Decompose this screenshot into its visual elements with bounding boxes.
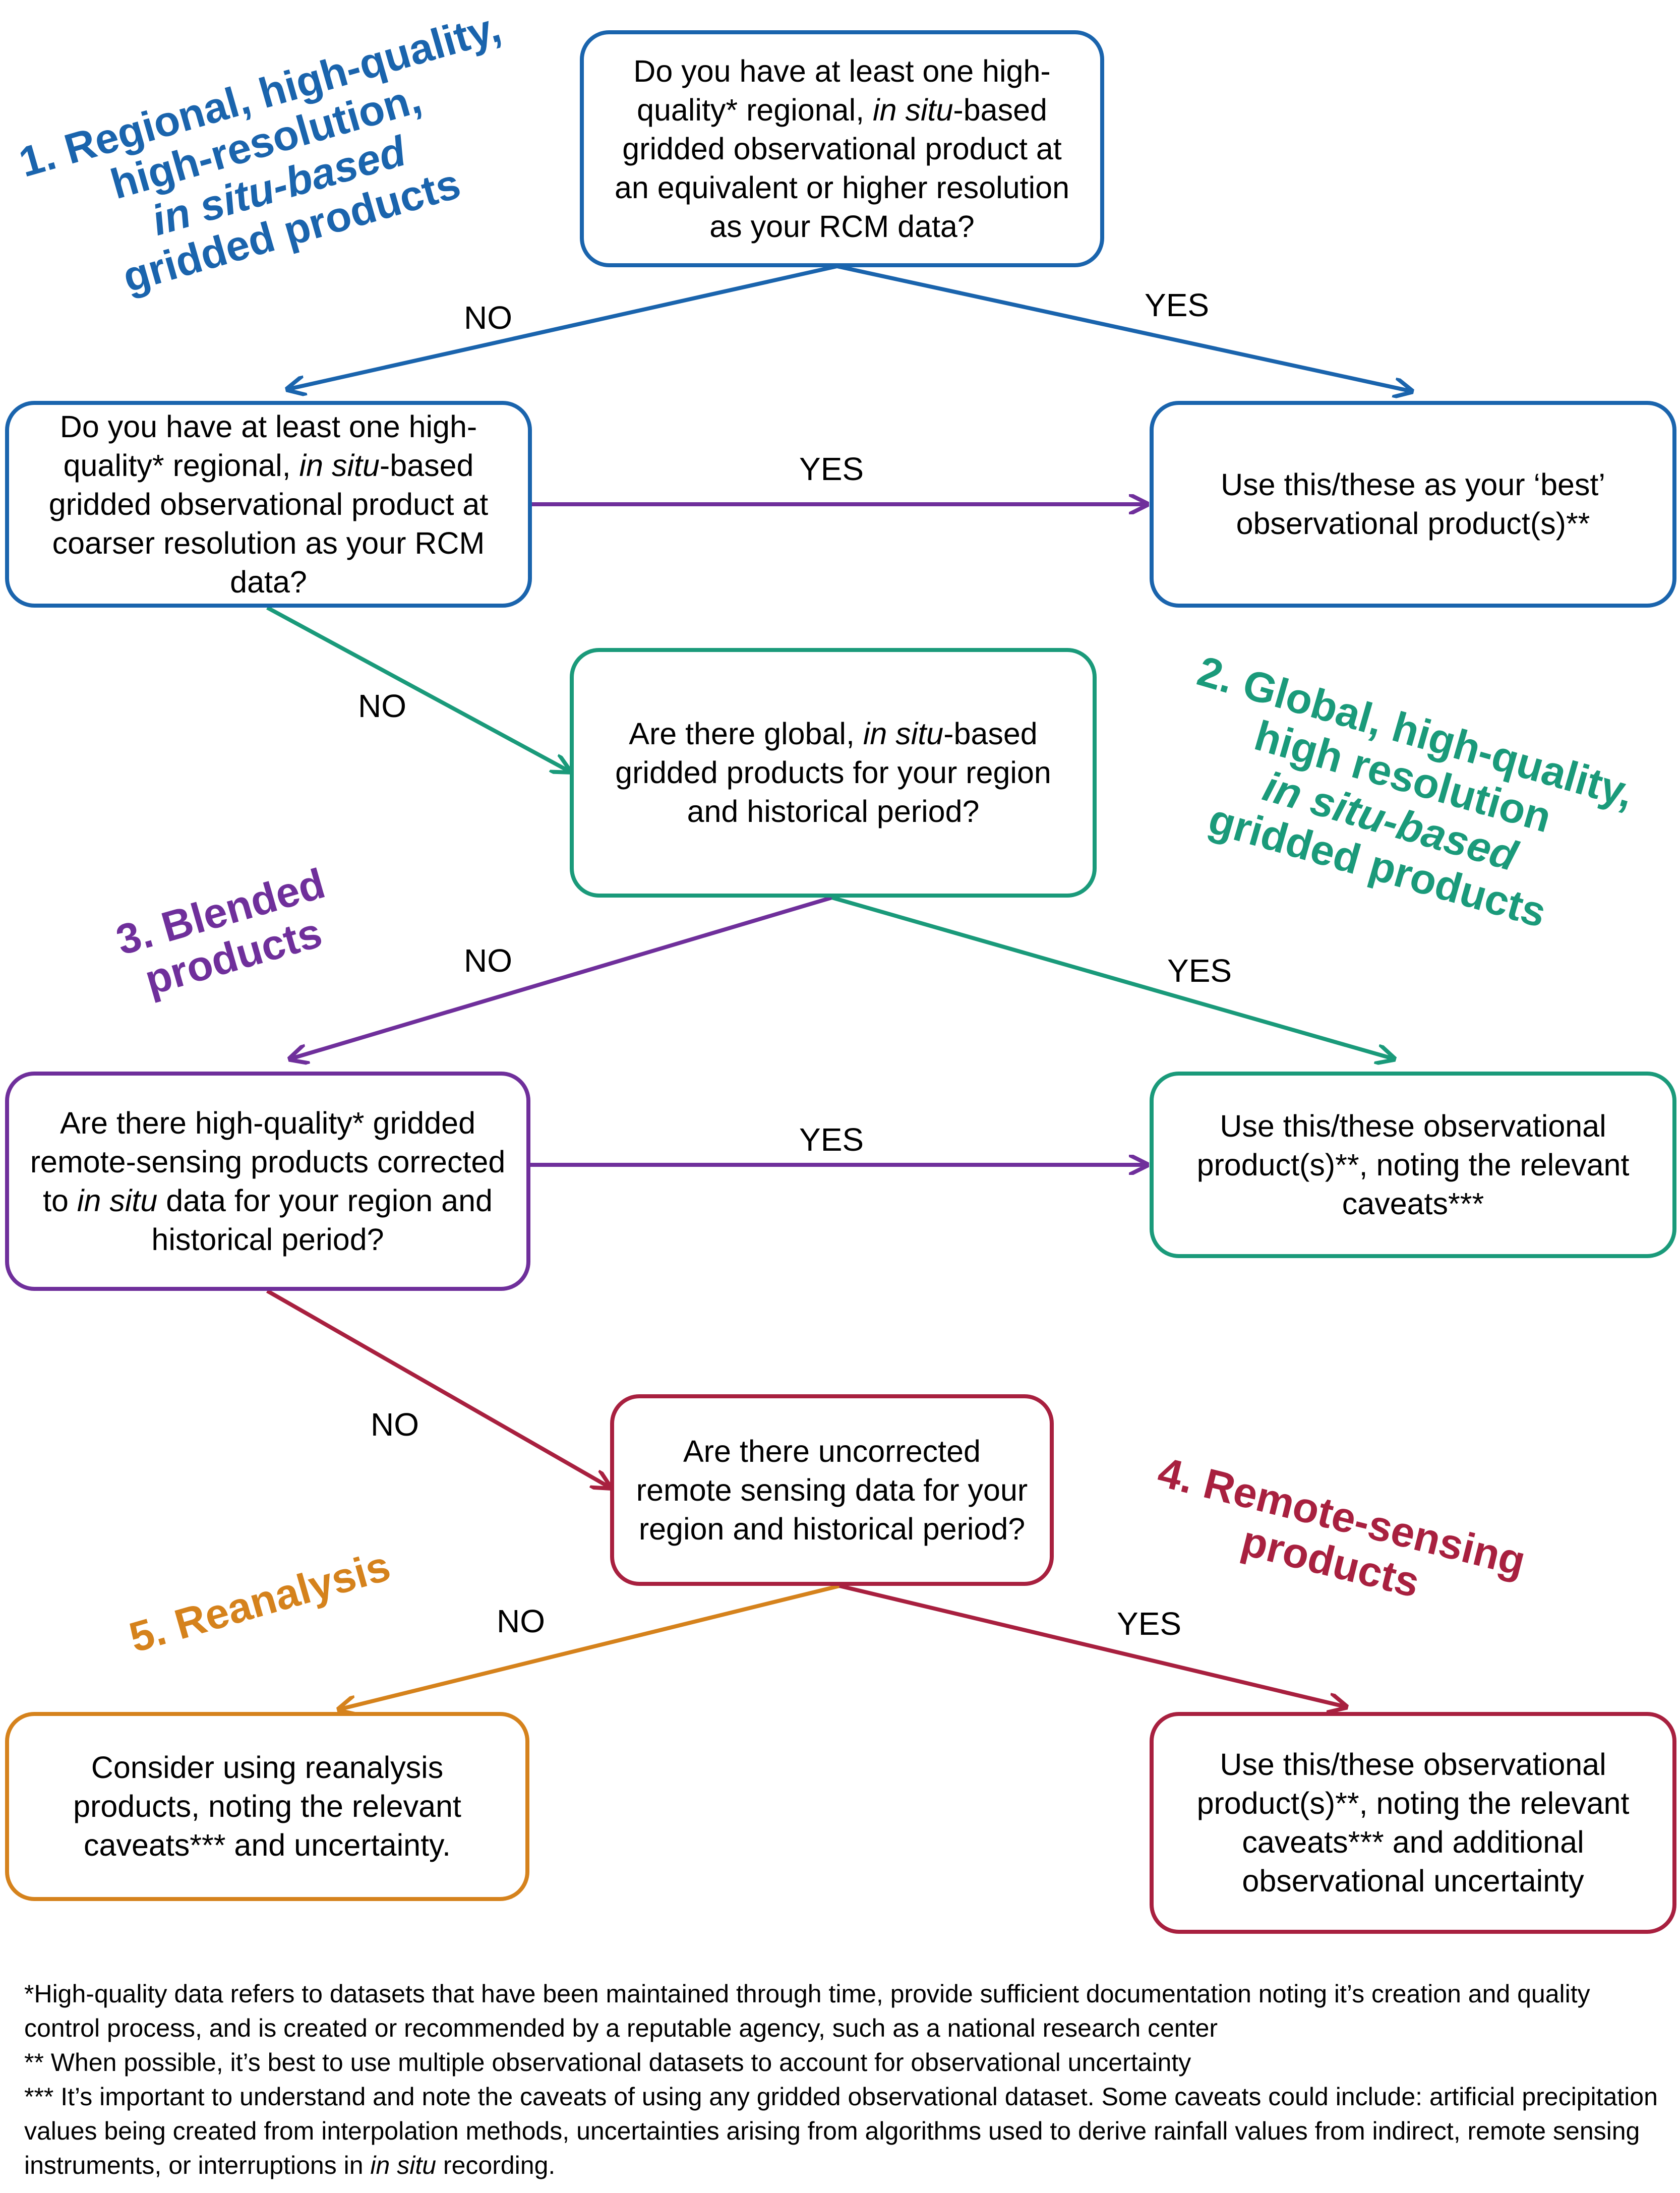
result-reanalysis: Consider using reanalysis products, noti… [5,1712,529,1901]
question-regional-coarse: Do you have at least one high-quality* r… [5,401,532,608]
label-q1-no: NO [464,300,512,336]
footnote-text: *** It’s important to understand and not… [24,2083,1658,2179]
box-text-italic: in situ [863,717,944,751]
box-text: Use this/these as your ‘best’ observatio… [1221,467,1605,541]
arrow-q2-no [266,606,570,772]
question-blended-remote-sensing: Are there high-quality* gridded remote-s… [5,1072,530,1291]
footnotes: *High-quality data refers to datasets th… [24,1977,1658,2182]
label-q5-yes: YES [1117,1606,1182,1642]
box-text: Use this/these observational product(s)*… [1196,1108,1630,1221]
box-text-part: -based gridded products for your region … [615,717,1051,828]
result-global-product: Use this/these observational product(s)*… [1150,1072,1676,1258]
footnote-caveats: *** It’s important to understand and not… [24,2080,1658,2182]
box-text-part: Do you have at least one high-quality* r… [633,53,1051,127]
question-uncorrected-remote-sensing: Are there uncorrected remote sensing dat… [610,1394,1054,1586]
arrow-q1-no [287,264,837,389]
arrow-q5-no [339,1584,840,1709]
box-text: Consider using reanalysis products, noti… [73,1750,461,1862]
label-q3-no: NO [464,942,512,979]
arrow-q3-no [290,896,833,1059]
label-q1-yes: YES [1145,287,1210,323]
box-text: Use this/these observational product(s)*… [1196,1747,1630,1898]
footnote-high-quality: *High-quality data refers to datasets th… [24,1980,1590,2042]
box-text-italic: in situ [77,1183,158,1218]
arrow-q3-yes [831,896,1394,1059]
footnote-italic: in situ [370,2151,437,2179]
box-text-part: Are there global, [629,717,863,751]
footnote-multiple-datasets: ** When possible, it’s best to use multi… [24,2048,1191,2077]
label-q5-no: NO [497,1603,545,1639]
box-text-italic: in situ [299,448,380,483]
label-q4-yes: YES [799,1121,864,1158]
box-text-part: data for your region and historical peri… [151,1183,493,1257]
box-text-part: -based gridded observational product at … [614,92,1070,244]
box-text: Are there high-quality* gridded remote-s… [27,1104,508,1259]
box-text-part: Are there high-quality* gridded remote-s… [30,1105,506,1218]
box-text: Do you have at least one high-quality* r… [27,407,510,602]
footnote-text: recording. [436,2151,556,2179]
label-q3-yes: YES [1167,953,1232,989]
arrow-q4-no [266,1289,610,1488]
arrow-q1-yes [836,264,1412,391]
result-best-product: Use this/these as your ‘best’ observatio… [1150,401,1676,608]
box-text: Are there uncorrected remote sensing dat… [636,1434,1028,1546]
box-text-italic: in situ [873,92,953,127]
arrow-q5-yes [839,1584,1346,1707]
label-q2-yes: YES [799,451,864,487]
label-q4-no: NO [371,1406,419,1443]
question-global-in-situ: Are there global, in situ-based gridded … [570,648,1097,898]
label-q2-no: NO [358,688,406,724]
box-text: Are there global, in situ-based gridded … [592,715,1074,831]
box-text-part: Do you have at least one high-quality* r… [59,409,477,483]
result-remote-sensing-product: Use this/these observational product(s)*… [1150,1712,1676,1934]
box-text: Do you have at least one high-quality* r… [602,52,1082,246]
box-text-part: -based gridded observational product at … [48,448,489,599]
question-regional-high-res: Do you have at least one high-quality* r… [580,30,1104,267]
